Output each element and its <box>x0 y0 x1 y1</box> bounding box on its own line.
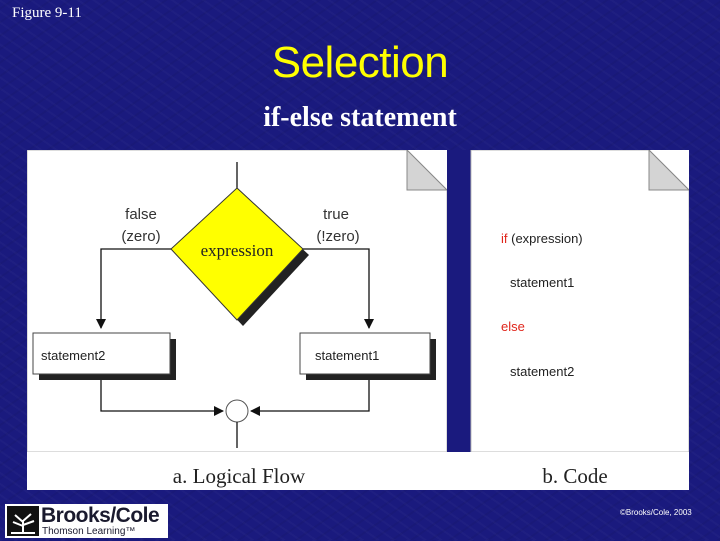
slide-title: Selection <box>271 38 449 87</box>
code-line-else: else <box>501 319 525 334</box>
true-branch-arrow <box>303 248 374 329</box>
merge-connector-circle <box>225 399 249 423</box>
false-sub-label: (zero) <box>121 228 160 245</box>
diagram-panel: false (zero) true (!zero) expression sta… <box>27 150 689 490</box>
code-line-statement2: statement2 <box>510 364 574 379</box>
false-label: false <box>125 206 157 223</box>
decision-expression-label: expression <box>201 241 274 260</box>
diagram-canvas: false (zero) true (!zero) expression sta… <box>27 150 689 490</box>
logical-flow-caption: a. Logical Flow <box>173 464 306 488</box>
logo-subtitle: Thomson Learning™ <box>42 526 136 537</box>
figure-label: Figure 9-11 <box>12 5 82 21</box>
code-page: if (expression) statement1 else statemen… <box>447 150 689 490</box>
code-line-statement1: statement1 <box>510 275 574 290</box>
false-merge-arrow <box>100 380 224 416</box>
copyright-notice: ©Brooks/Cole, 2003 <box>620 508 692 517</box>
publisher-logo: Brooks/Cole Thomson Learning™ <box>5 504 168 538</box>
statement1-label: statement1 <box>315 348 379 363</box>
statement2-label: statement2 <box>41 348 105 363</box>
page-gap <box>447 150 471 490</box>
true-merge-arrow <box>250 380 370 416</box>
caption-strip <box>27 452 447 490</box>
page-fold-corner <box>406 150 449 191</box>
slide-subtitle: if-else statement <box>263 102 457 133</box>
code-caption: b. Code <box>542 464 607 488</box>
code-line-if: if (expression) <box>501 231 583 246</box>
true-sub-label: (!zero) <box>316 228 359 245</box>
false-branch-arrow <box>96 248 171 329</box>
code-caption-strip <box>447 452 689 490</box>
logo-name: Brooks/Cole <box>41 504 160 527</box>
logical-flow-page: false (zero) true (!zero) expression sta… <box>27 150 449 490</box>
decision-diamond <box>170 187 304 321</box>
statement1-box <box>299 332 431 375</box>
code-page-fold-corner <box>648 150 689 191</box>
true-label: true <box>323 206 349 223</box>
statement2-box <box>32 332 171 375</box>
tree-icon <box>7 506 39 536</box>
